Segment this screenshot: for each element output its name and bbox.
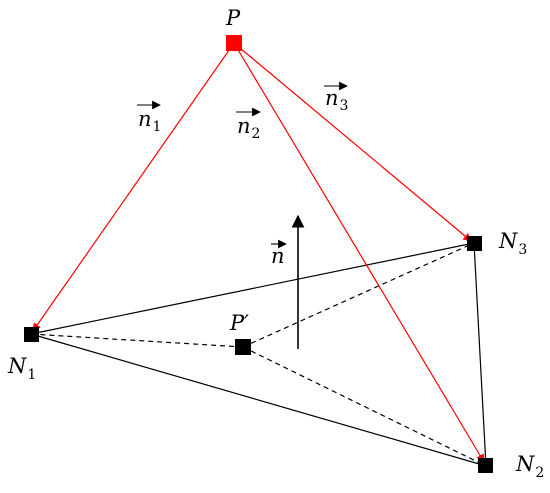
- dashed-pprime-n1: [30, 333, 244, 348]
- point-p-marker: [226, 35, 242, 51]
- label-p: P: [225, 6, 241, 30]
- dashed-pprime-n3: [242, 242, 475, 348]
- vector-label-n1: n1: [137, 100, 161, 135]
- svg-text:n2: n2: [237, 114, 260, 142]
- label-n2: N2: [515, 452, 544, 481]
- vector-label-n3: n3: [324, 81, 348, 114]
- ray-n2: [233, 42, 485, 463]
- point-n2-marker: [478, 458, 493, 473]
- point-n1-marker: [24, 327, 39, 342]
- svg-text:n1: n1: [138, 107, 161, 135]
- edge-n1-n2: [30, 333, 487, 467]
- vector-label-normal: n: [271, 239, 287, 268]
- edge-n3-n2: [473, 242, 487, 467]
- ray-n1: [32, 42, 235, 332]
- label-pprime: P′: [229, 311, 249, 335]
- label-n1: N1: [7, 354, 36, 383]
- point-n3-marker: [467, 236, 482, 251]
- svg-text:n: n: [271, 244, 285, 268]
- vector-label-n2: n2: [236, 107, 261, 142]
- dashed-pprime-n2: [242, 346, 487, 467]
- ray-n3: [233, 42, 472, 242]
- point-pprime-marker: [235, 339, 251, 355]
- edge-n1-n3: [30, 242, 475, 335]
- label-n3: N3: [498, 229, 527, 258]
- svg-text:n3: n3: [325, 86, 348, 114]
